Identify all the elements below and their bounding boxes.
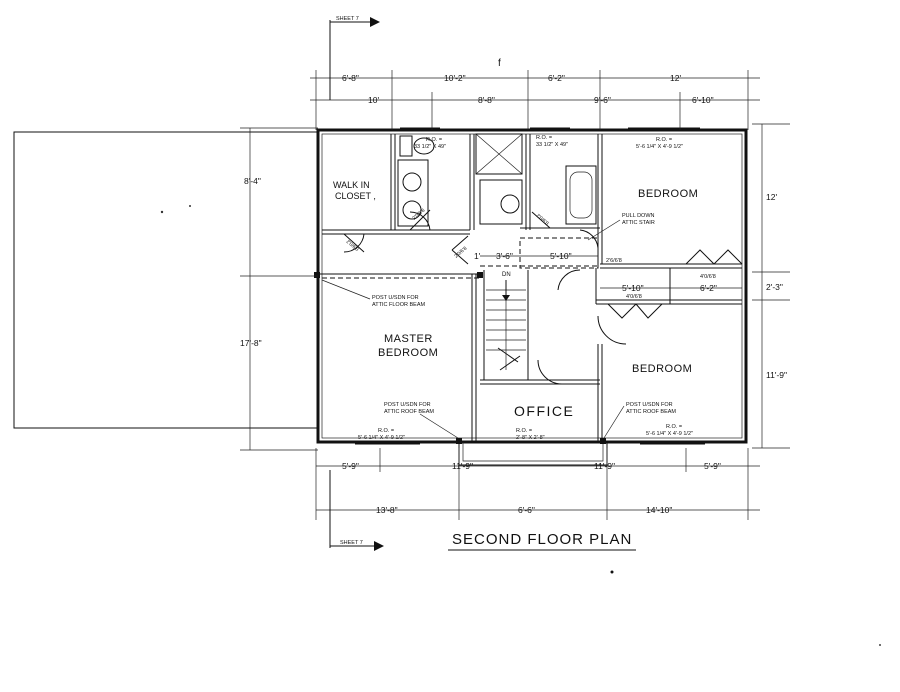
room-master-2: BEDROOM xyxy=(378,347,438,359)
note-post-bed-2: ATTIC ROOF BEAM xyxy=(626,409,676,415)
door-tag-bath2: 2'0/6'8 xyxy=(535,213,550,227)
dim-bot1-b: 11'-9" xyxy=(452,461,473,471)
ro-master-2: 5'-6 1/4" X 4'-9 1/2" xyxy=(358,435,405,441)
dim-top1-c: 6'-2" xyxy=(548,73,565,83)
dim-top2-d: 6'-10" xyxy=(692,95,714,105)
dim-int-c: 5'-10" xyxy=(550,251,572,261)
dim-bot1-c: 11'-9" xyxy=(594,461,615,471)
ro-bed-se-2: 5'-6 1/4" X 4'-9 1/2" xyxy=(646,431,693,437)
ro-office-1: R.O. = xyxy=(516,428,532,434)
leader-post-bed xyxy=(603,405,625,439)
staircase xyxy=(486,280,526,371)
dim-top1-a: 6'-8" xyxy=(342,73,359,83)
dim-right-b: 2'-3" xyxy=(766,282,783,292)
ro-bed-se-1: R.O. = xyxy=(666,424,682,430)
dim-int-a: 1' xyxy=(474,251,481,261)
door-tag-bed-ne: 2'6/6'8 xyxy=(606,258,622,264)
section-markers xyxy=(329,17,384,551)
door-swings xyxy=(343,209,743,385)
room-office: OFFICE xyxy=(514,403,574,419)
note-post-master-1: POST U/SDN FOR xyxy=(372,295,419,301)
dim-bot2-b: 6'-6" xyxy=(518,505,535,515)
leader-pull-down xyxy=(587,219,621,241)
dim-top2-a: 10' xyxy=(368,95,379,105)
note-post-bed-1: POST U/SDN FOR xyxy=(626,402,673,408)
dim-right-c: 11'-9" xyxy=(766,370,787,380)
dim-bot1-d: 5'-9" xyxy=(704,461,721,471)
note-pull-down-1: PULL DOWN xyxy=(622,213,655,219)
stair-label: DN xyxy=(502,272,511,278)
door-tag-closet-ne: 4'0/6'8 xyxy=(700,274,716,280)
dim-right-a: 12' xyxy=(766,192,777,202)
leader-post-master-low xyxy=(419,413,459,439)
ro-bath1-1: R.O. = xyxy=(426,137,442,143)
note-post-master-low-1: POST U/SDN FOR xyxy=(384,402,431,408)
room-bedroom-ne: BEDROOM xyxy=(638,188,698,200)
ro-office-2: 2'-8" X 2'-8" xyxy=(516,435,545,441)
dim-top2-c: 9'-6" xyxy=(594,95,611,105)
door-tag-closet-se: 4'0/6'8 xyxy=(626,294,642,300)
room-walk-in-1: WALK IN xyxy=(333,180,370,190)
attached-roof-outline xyxy=(13,131,319,429)
stray-mark: f xyxy=(498,58,501,69)
note-post-master-2: ATTIC FLOOR BEAM xyxy=(372,302,425,308)
ro-bed-ne-2: 5'-6 1/4" X 4'-9 1/2" xyxy=(636,144,683,150)
ro-master-1: R.O. = xyxy=(378,428,394,434)
door-tag-bath1: 2'0/6'8 xyxy=(411,208,426,222)
dim-bot2-c: 14'-10" xyxy=(646,505,672,515)
bath-fixtures xyxy=(397,133,597,227)
ro-bath1-2: 33 1/2" X 49" xyxy=(414,144,446,150)
dim-bot2-a: 13'-8" xyxy=(376,505,398,515)
note-post-master-low-2: ATTIC ROOF BEAM xyxy=(384,409,434,415)
room-master-1: MASTER xyxy=(384,333,433,345)
dim-bot1-a: 5'-9" xyxy=(342,461,359,471)
dim-int-d: 5'-10" xyxy=(622,283,644,293)
dim-top2-b: 8'-8" xyxy=(478,95,495,105)
windows xyxy=(355,127,705,445)
interior-walls xyxy=(314,134,742,444)
dim-top1-b: 10'-2" xyxy=(444,73,466,83)
room-bedroom-se: BEDROOM xyxy=(632,363,692,375)
dimension-lines xyxy=(240,70,790,520)
room-walk-in-2: CLOSET , xyxy=(335,191,376,201)
leader-post-master xyxy=(321,279,371,300)
dim-int-b: 3'-6" xyxy=(496,251,513,261)
dim-left-b: 17'-8" xyxy=(240,338,262,348)
note-pull-down-2: ATTIC STAIR xyxy=(622,220,655,226)
section-label-top: SHEET 7 xyxy=(336,16,359,22)
dim-top1-d: 12' xyxy=(670,73,681,83)
ro-bath2-2: 33 1/2" X 49" xyxy=(536,142,568,148)
dim-left-a: 8'-4" xyxy=(244,176,261,186)
ro-bed-ne-1: R.O. = xyxy=(656,137,672,143)
section-label-bottom: SHEET 7 xyxy=(340,540,363,546)
drawing-title: SECOND FLOOR PLAN xyxy=(452,531,632,548)
dim-int-e: 6'-2" xyxy=(700,283,717,293)
ro-bath2-1: R.O. = xyxy=(536,135,552,141)
